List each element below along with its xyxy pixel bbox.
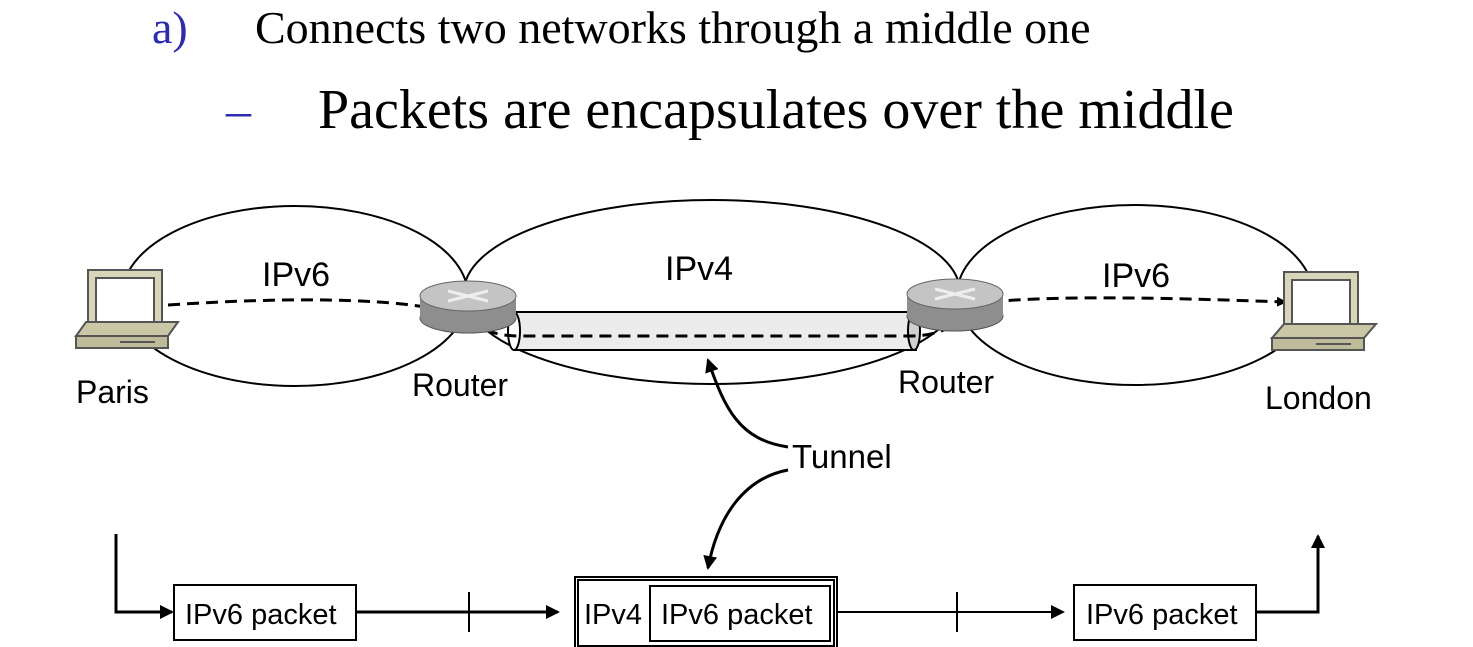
router-icon	[906, 278, 1004, 332]
bullet-text-1: Connects two networks through a middle o…	[255, 2, 1091, 53]
paris-label: Paris	[76, 374, 149, 410]
london-label: London	[1265, 380, 1372, 416]
arrow-icon	[705, 358, 789, 449]
arrow-icon	[703, 468, 789, 570]
tunnel-label: Tunnel	[792, 438, 892, 475]
computer-icon	[1269, 271, 1379, 351]
computer-icon	[74, 269, 180, 349]
packet-path	[167, 296, 1287, 338]
flow-line-end	[1256, 534, 1325, 614]
left-network-label: IPv6	[262, 256, 330, 294]
packet-box-middle-frame	[577, 579, 835, 647]
tunnel-pipe	[507, 311, 921, 351]
router-icon	[419, 280, 517, 334]
right-router-label: Router	[898, 364, 994, 400]
right-network-label: IPv6	[1102, 257, 1170, 295]
right-network-ellipse	[956, 204, 1314, 386]
sub-bullet-dash: –	[226, 82, 251, 138]
packet-left-label: IPv6 packet	[185, 599, 337, 631]
bullet-marker-a: a)	[152, 2, 188, 53]
packet-middle-outer-label: IPv4	[584, 599, 642, 631]
left-router-label: Router	[412, 367, 508, 403]
bullet-text-2: Packets are encapsulates over the middle	[318, 79, 1234, 141]
packet-box-right	[1073, 584, 1257, 641]
packet-box-left	[173, 584, 357, 641]
packet-middle-inner-label: IPv6 packet	[661, 599, 813, 631]
packet-right-label: IPv6 packet	[1086, 599, 1238, 631]
middle-network-ellipse	[463, 199, 961, 385]
packet-box-middle-inner	[649, 585, 831, 642]
middle-network-label: IPv4	[665, 250, 733, 288]
left-network-ellipse	[121, 205, 469, 387]
flow-line-start	[114, 534, 174, 619]
